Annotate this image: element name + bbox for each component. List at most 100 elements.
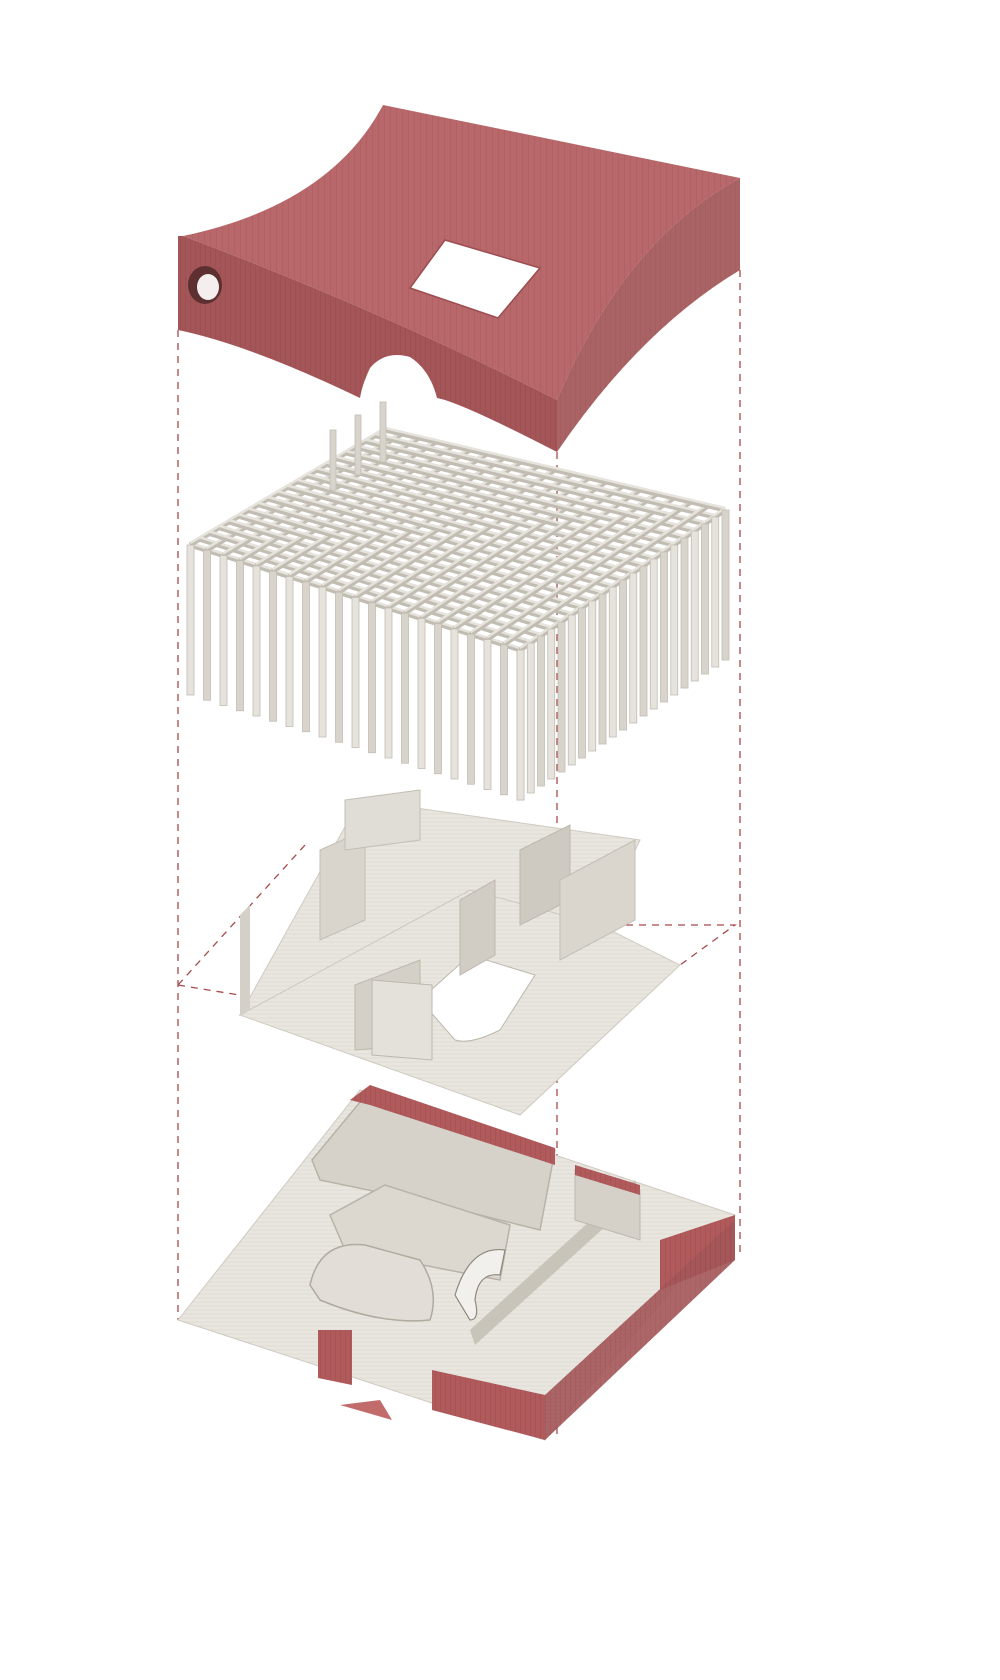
timber-column xyxy=(526,642,535,794)
timber-column xyxy=(557,621,566,773)
timber-column xyxy=(269,570,277,722)
round-window-light xyxy=(197,274,219,300)
brick-wall-right xyxy=(575,1165,640,1195)
timber-column xyxy=(368,602,376,754)
entrance-arrow-icon xyxy=(340,1400,392,1420)
timber-column xyxy=(598,593,607,745)
timber-column xyxy=(629,572,638,724)
timber-column xyxy=(483,639,492,790)
timber-column xyxy=(701,523,709,675)
upper-wall-left xyxy=(240,905,250,1015)
timber-column xyxy=(578,607,586,759)
roof-left-face xyxy=(178,236,557,452)
grid-beam xyxy=(469,495,676,637)
skylight-opening xyxy=(408,239,542,319)
timber-column xyxy=(329,429,337,491)
timber-column xyxy=(680,537,689,689)
upper-wall-right-b xyxy=(559,839,636,961)
grid-beam-top xyxy=(326,461,664,552)
spiral-stair-icon xyxy=(454,1248,506,1321)
timber-grid-layer xyxy=(186,401,730,801)
grid-beam-top xyxy=(316,467,654,559)
brick-wall-front-side xyxy=(545,1220,735,1440)
upper-wall-block-b xyxy=(344,789,421,851)
timber-column xyxy=(318,586,327,738)
grid-beam xyxy=(419,483,625,621)
grid-beam-top xyxy=(374,432,716,517)
timber-column xyxy=(252,565,261,717)
grid-beam xyxy=(384,427,726,513)
courtyard-void xyxy=(419,954,536,1042)
timber-column xyxy=(649,558,658,710)
timber-column xyxy=(567,614,576,766)
upper-wall-mid xyxy=(459,879,496,976)
grid-beam xyxy=(374,433,716,520)
grid-beam xyxy=(345,450,685,541)
grid-beam-top xyxy=(355,444,695,531)
grid-beam-top xyxy=(519,506,726,650)
timber-column xyxy=(660,551,668,703)
grid-beam xyxy=(316,467,654,562)
grid-beam xyxy=(403,479,608,616)
brick-wall-right-side xyxy=(660,1215,735,1290)
grid-beam-top xyxy=(306,472,644,566)
brick-wall-front-right xyxy=(432,1370,545,1440)
grid-beam-top xyxy=(486,498,692,639)
timber-column xyxy=(547,628,556,780)
grid-beam-top xyxy=(384,426,726,510)
grid-beam-top xyxy=(345,449,685,538)
grid-beam xyxy=(306,473,644,569)
timber-column xyxy=(721,509,730,661)
grid-beam xyxy=(335,456,675,548)
timber-column xyxy=(588,600,597,752)
timber-column xyxy=(434,623,442,775)
grid-beam xyxy=(296,479,634,576)
grid-beam xyxy=(370,471,574,605)
grid-beam-top xyxy=(469,494,675,634)
grid-beam-top xyxy=(365,438,705,524)
timber-column xyxy=(516,649,525,801)
timber-column xyxy=(639,565,648,717)
grid-beam xyxy=(364,439,706,527)
timber-column xyxy=(384,607,393,759)
timber-column xyxy=(302,581,310,733)
timber-column xyxy=(354,414,362,476)
timber-column xyxy=(619,579,627,731)
grid-beam xyxy=(353,467,557,600)
timber-column xyxy=(236,560,244,712)
timber-column xyxy=(608,586,617,738)
grid-beam xyxy=(436,487,642,626)
timber-column xyxy=(467,633,475,785)
grid-beam xyxy=(502,503,710,647)
timber-column xyxy=(335,591,343,743)
brick-wall-front-left xyxy=(318,1330,352,1385)
grid-beam xyxy=(485,499,693,642)
timber-column xyxy=(186,544,195,696)
grid-beam-top xyxy=(335,455,675,545)
timber-column xyxy=(537,635,545,787)
curved-reception-desk xyxy=(309,1243,435,1322)
timber-column xyxy=(203,549,211,701)
grid-beam xyxy=(355,444,695,534)
roof-right-face xyxy=(557,178,740,452)
grid-beam xyxy=(386,475,591,611)
grid-beam-top xyxy=(502,502,709,644)
grid-beam xyxy=(325,462,665,555)
timber-column xyxy=(379,401,387,463)
ground-floor-layer xyxy=(177,1085,736,1441)
timber-column xyxy=(500,644,508,796)
timber-column xyxy=(417,618,426,769)
grid-beam xyxy=(452,491,659,632)
timber-column xyxy=(219,555,228,706)
timber-column xyxy=(450,628,459,780)
roof-layer xyxy=(178,105,740,452)
timber-column xyxy=(711,516,720,668)
upper-floor-layer xyxy=(238,789,681,1116)
timber-column xyxy=(690,530,699,682)
timber-column xyxy=(351,597,360,748)
upper-screen-partition xyxy=(371,979,433,1061)
timber-column xyxy=(670,544,679,696)
grid-beam-top xyxy=(296,478,634,573)
brick-wall-back xyxy=(350,1085,555,1165)
